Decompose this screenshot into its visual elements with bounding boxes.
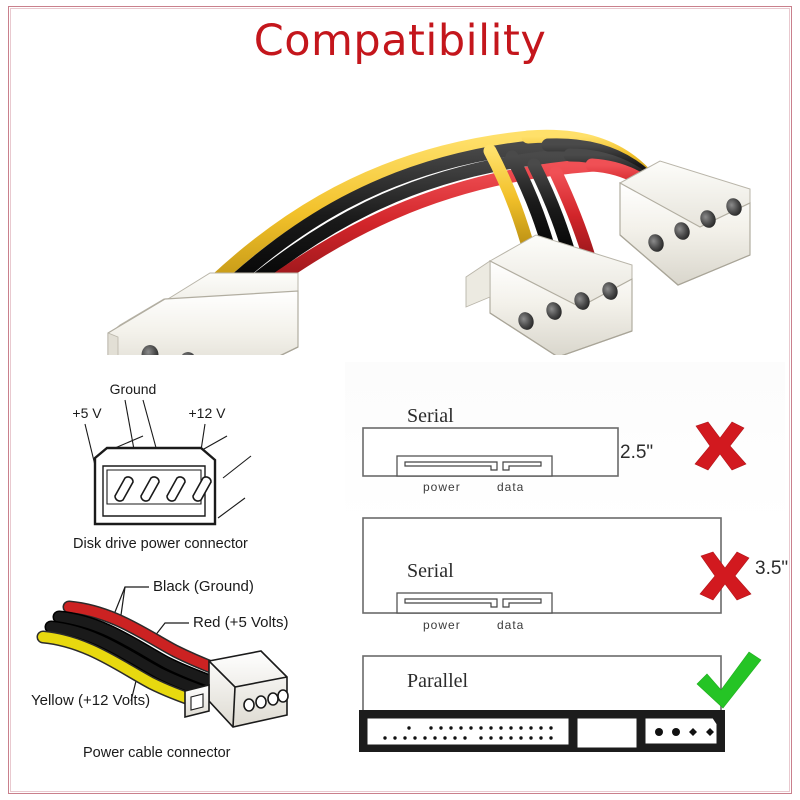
verdict-cross-icon	[694, 421, 747, 471]
row3-interface-label: Parallel	[407, 670, 469, 692]
verdict-check-icon	[696, 651, 762, 709]
row1-port-power: power	[423, 480, 461, 494]
row2-interface-label: Serial	[407, 560, 454, 582]
connector-left	[107, 272, 299, 355]
row2-port-power: power	[423, 618, 461, 632]
row1-port-data: data	[497, 480, 525, 494]
label-black-ground: Black (Ground)	[153, 578, 254, 595]
verdict-cross-icon	[699, 551, 752, 601]
power-cable-connector-diagram: Black (Ground) Red (+5 Volts) Yellow (+1…	[25, 565, 335, 765]
compat-row-serial-2-5: Serial power data 2.5"	[345, 400, 790, 515]
power-cable-connector-caption: Power cable connector	[83, 745, 231, 761]
disk-drive-power-connector-diagram: Ground +5 V +12 V	[55, 378, 325, 558]
row1-size-label: 2.5"	[620, 442, 654, 463]
row1-interface-label: Serial	[407, 405, 454, 427]
disk-drive-connector-caption: Disk drive power connector	[73, 536, 248, 552]
row2-size-label: 3.5"	[755, 558, 789, 579]
compat-row-parallel: Parallel	[345, 648, 790, 768]
label-red-5v: Red (+5 Volts)	[193, 614, 288, 631]
connector-bottom-right	[465, 234, 633, 355]
connector-top-right	[618, 160, 751, 286]
row2-port-data: data	[497, 618, 525, 632]
label-plus-5v: +5 V	[72, 405, 102, 421]
compat-row-serial-3-5: Serial power data 3.5"	[345, 508, 790, 658]
label-ground: Ground	[110, 381, 157, 397]
product-photo-molex-y-splitter	[60, 85, 760, 355]
label-plus-12v: +12 V	[189, 405, 227, 421]
label-yellow-12v: Yellow (+12 Volts)	[31, 692, 150, 709]
page-title: Compatibility	[253, 16, 547, 66]
